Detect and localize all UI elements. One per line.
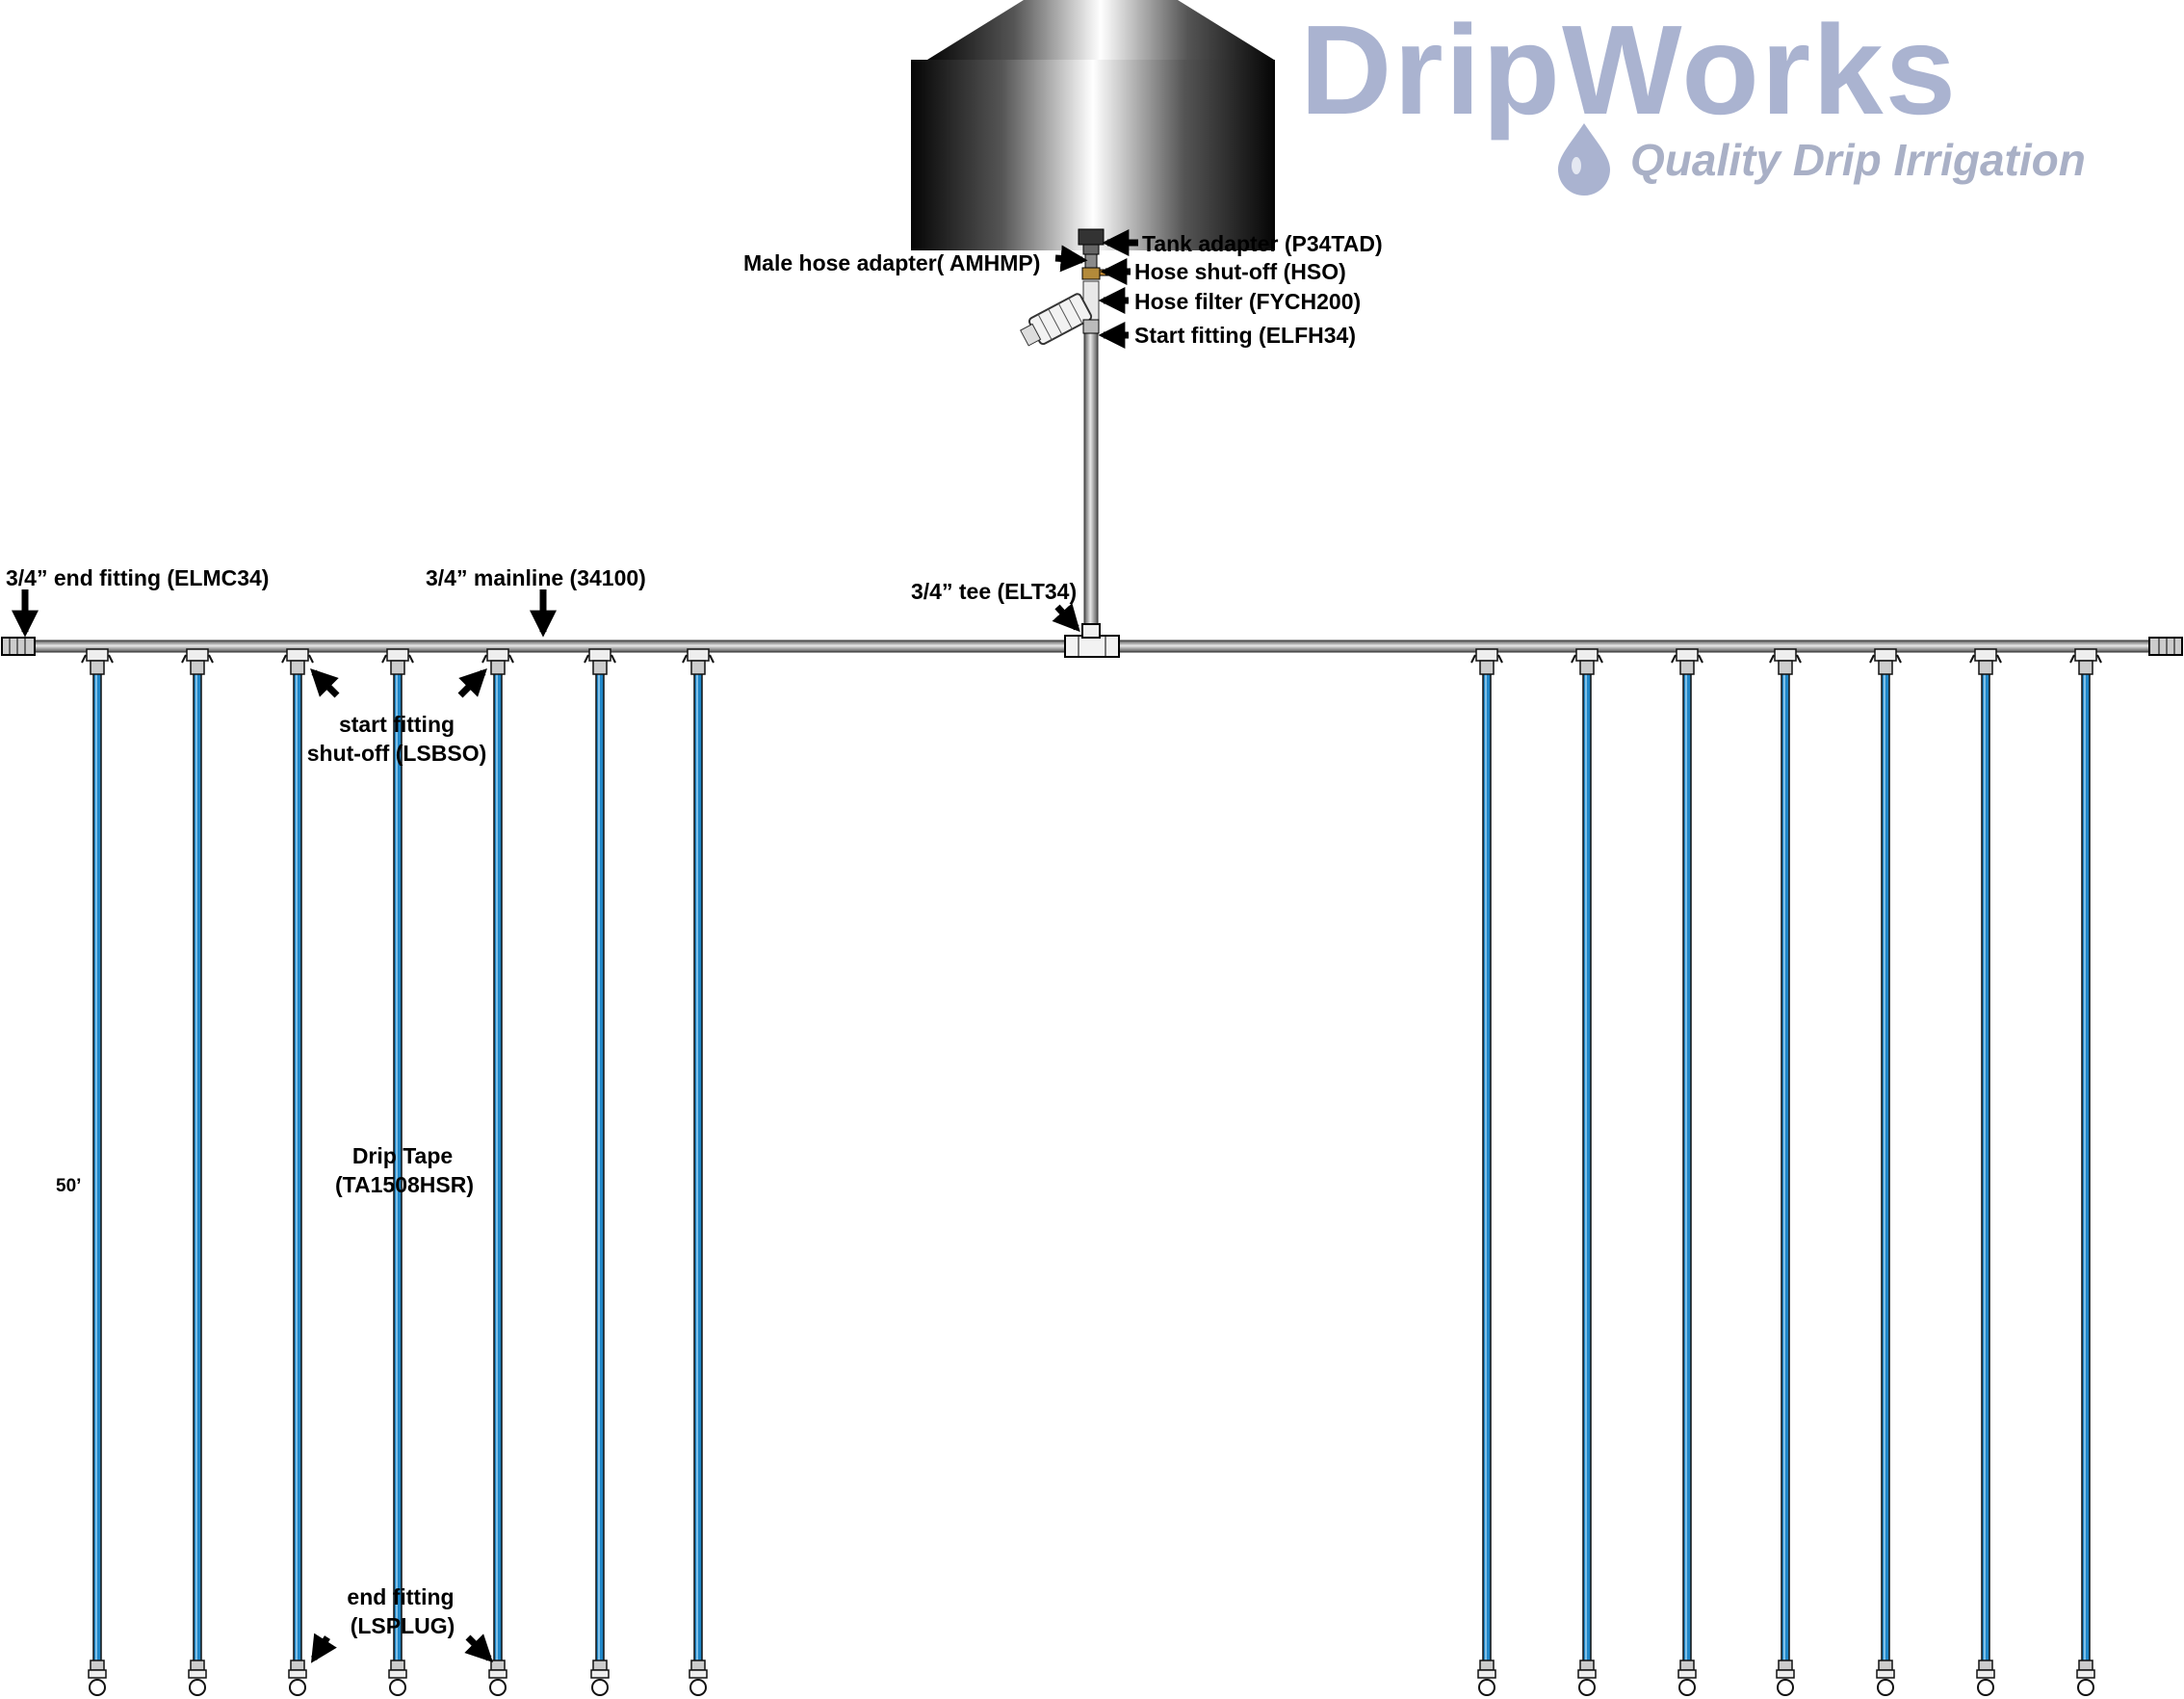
end-plug-fitting <box>188 1660 207 1696</box>
drip-tape-lateral <box>1769 648 1802 1696</box>
label-drip-tape-line2: (TA1508HSR) <box>335 1172 474 1197</box>
callout-labels: Tank adapter (P34TAD) Male hose adapter(… <box>6 231 1383 1638</box>
supply-pipe <box>1083 327 1099 635</box>
tee-fitting <box>1064 623 1120 658</box>
callout-arrows <box>11 229 1138 1663</box>
start-fitting-shutoff <box>381 648 414 675</box>
start-fitting-shutoff <box>1869 648 1902 675</box>
label-male-hose-adapter: Male hose adapter( AMHMP) <box>743 250 1040 275</box>
start-fitting-elfh34 <box>1082 319 1100 334</box>
end-fitting-left <box>1 637 36 656</box>
dripworks-logo: DripWorks Quality Drip Irrigation <box>1300 0 2086 196</box>
label-mainline: 3/4” mainline (34100) <box>426 565 646 590</box>
end-plug-fitting <box>488 1660 507 1696</box>
drip-tape-lateral <box>2069 648 2102 1696</box>
drip-tape-lateral <box>584 648 616 1696</box>
start-fitting-shutoff <box>1769 648 1802 675</box>
end-plug-fitting <box>388 1660 407 1696</box>
drip-tape-lateral <box>1470 648 1503 1696</box>
start-fitting-shutoff <box>682 648 715 675</box>
label-drip-tape-line1: Drip Tape <box>352 1143 453 1168</box>
start-fitting-shutoff <box>584 648 616 675</box>
end-plug-fitting <box>1776 1660 1795 1696</box>
label-start-fitting: Start fitting (ELFH34) <box>1134 323 1356 348</box>
logo-brand-text: DripWorks <box>1300 0 1958 141</box>
start-fitting-shutoff <box>1969 648 2002 675</box>
drip-tape-lateral <box>481 648 514 1696</box>
label-lsbso-line2: shut-off (LSBSO) <box>307 741 487 766</box>
arrow-lsbso-right <box>457 668 487 698</box>
label-tee: 3/4” tee (ELT34) <box>911 579 1077 604</box>
drip-tape-lateral <box>1969 648 2002 1696</box>
start-fitting-shutoff <box>181 648 214 675</box>
drip-tape-lateral <box>381 648 414 1696</box>
start-fitting-shutoff <box>481 648 514 675</box>
end-plug-fitting <box>88 1660 107 1696</box>
end-plug-fitting <box>1677 1660 1697 1696</box>
drip-tape-lateral <box>1869 648 1902 1696</box>
arrow-lsplug-left <box>310 1633 337 1663</box>
start-fitting-shutoff <box>1671 648 1703 675</box>
arrow-lsbso-left <box>310 668 340 698</box>
tank-adapter-fitting <box>1078 228 1105 255</box>
logo-tagline: Quality Drip Irrigation <box>1630 135 2086 185</box>
end-fitting-right <box>2148 637 2183 656</box>
water-tank <box>911 0 1275 250</box>
drip-tape-lateral <box>181 648 214 1696</box>
hose-filter <box>1020 280 1100 347</box>
hose-shutoff-valve <box>1081 267 1110 280</box>
end-plug-fitting <box>590 1660 610 1696</box>
end-plug-fitting <box>288 1660 307 1696</box>
arrow-male-hose-adapter <box>1054 245 1088 273</box>
drip-tape-lateral <box>1571 648 1603 1696</box>
arrow-lsplug-right <box>464 1634 493 1662</box>
label-lsplug-line1: end fitting <box>347 1584 454 1609</box>
end-plug-fitting <box>1976 1660 1995 1696</box>
label-lsplug-line2: (LSPLUG) <box>351 1613 455 1638</box>
drip-tape-lateral <box>1671 648 1703 1696</box>
water-drop-icon <box>1558 123 1610 196</box>
drip-tape-lateral <box>81 648 114 1696</box>
label-hose-filter: Hose filter (FYCH200) <box>1134 289 1361 314</box>
drip-tape-lateral <box>281 648 314 1696</box>
start-fitting-shutoff <box>1571 648 1603 675</box>
start-fitting-shutoff <box>2069 648 2102 675</box>
start-fitting-shutoff <box>1470 648 1503 675</box>
label-lsbso-line1: start fitting <box>339 712 455 737</box>
drip-tape-lateral <box>682 648 715 1696</box>
label-hose-shutoff: Hose shut-off (HSO) <box>1134 259 1346 284</box>
end-plug-fitting <box>1477 1660 1496 1696</box>
end-plug-fitting <box>1876 1660 1895 1696</box>
end-plug-fitting <box>1577 1660 1597 1696</box>
end-plug-fitting <box>2076 1660 2095 1696</box>
label-length: 50’ <box>56 1176 81 1196</box>
end-plug-fitting <box>689 1660 708 1696</box>
drip-tape-laterals <box>81 648 2102 1696</box>
start-fitting-shutoff <box>81 648 114 675</box>
label-end-fitting-main: 3/4” end fitting (ELMC34) <box>6 565 269 590</box>
arrow-tee <box>1052 603 1080 633</box>
male-hose-adapter-fitting <box>1084 253 1098 269</box>
start-fitting-shutoff <box>281 648 314 675</box>
label-tank-adapter: Tank adapter (P34TAD) <box>1142 231 1383 256</box>
